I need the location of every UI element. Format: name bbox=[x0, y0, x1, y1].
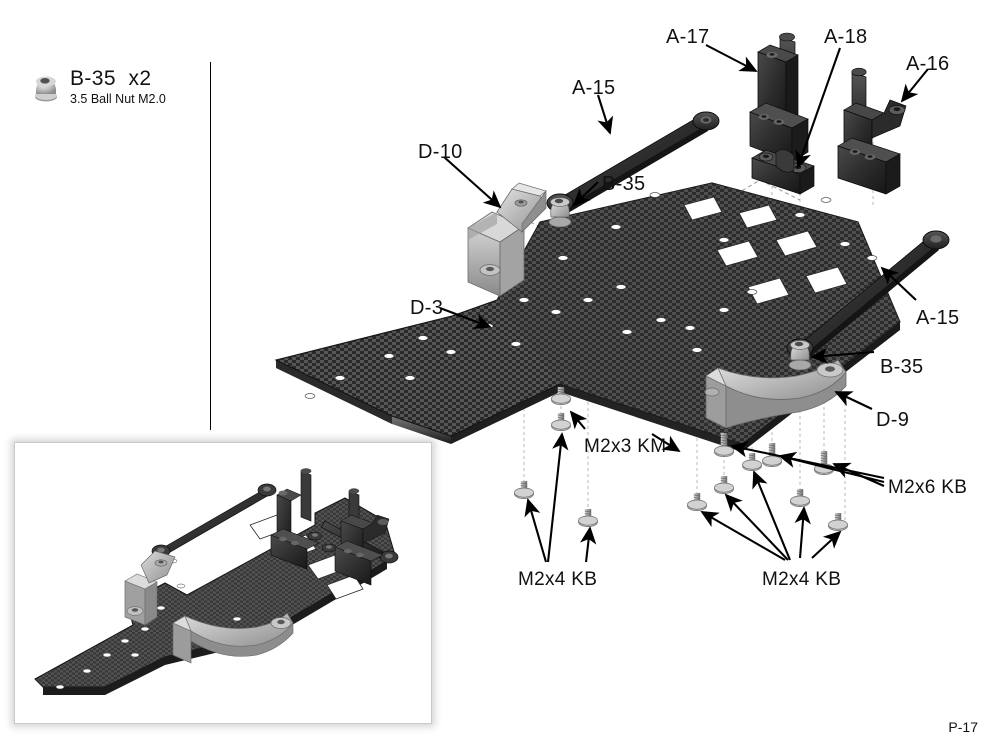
callout-leader-lines bbox=[439, 44, 929, 563]
part-b35-ball-nut-left bbox=[548, 197, 572, 228]
screw-m2x3-km bbox=[551, 413, 571, 431]
label-a15-top: A-15 bbox=[572, 77, 616, 99]
legend-quantity: x2 bbox=[128, 67, 152, 90]
assembled-view-inset bbox=[14, 442, 432, 724]
part-a16-tower-mount bbox=[837, 67, 907, 195]
screw-m2x4-kb bbox=[714, 476, 734, 494]
screw-m2x4-kb bbox=[742, 453, 762, 471]
label-m2x6-kb: M2x6 KB bbox=[888, 477, 968, 498]
part-a18-pivot-mount bbox=[751, 149, 815, 195]
part-a17-tower-mount bbox=[749, 32, 809, 163]
assembled-chassis-illustration bbox=[34, 468, 399, 695]
part-d9-rear-brace bbox=[704, 359, 847, 429]
screw-m2x4-kb bbox=[828, 513, 848, 531]
legend-divider bbox=[210, 62, 211, 430]
label-m2x4-kb-left: M2x4 KB bbox=[518, 569, 598, 590]
screw-m2x4-kb bbox=[578, 509, 598, 527]
screw-m2x4-kb bbox=[514, 481, 534, 499]
label-a18: A-18 bbox=[824, 26, 868, 48]
label-d9: D-9 bbox=[876, 409, 910, 431]
label-a17: A-17 bbox=[666, 26, 710, 48]
label-b35-left: B-35 bbox=[602, 173, 646, 195]
label-b35-right: B-35 bbox=[880, 356, 924, 378]
label-d3: D-3 bbox=[410, 297, 444, 319]
part-d10-front-brace bbox=[467, 182, 547, 297]
screw-m2x4-kb bbox=[687, 493, 707, 511]
label-a15-right: A-15 bbox=[916, 307, 960, 329]
part-b35-ball-nut-right bbox=[788, 340, 812, 371]
label-d10: D-10 bbox=[418, 141, 463, 163]
label-m2x3-km: M2x3 KM bbox=[584, 436, 667, 457]
label-m2x4-kb-right: M2x4 KB bbox=[762, 569, 842, 590]
screw-m2x3-km bbox=[551, 387, 571, 405]
legend-part-id: B-35 bbox=[70, 67, 116, 90]
screw-m2x6-kb bbox=[814, 451, 834, 475]
label-a16: A-16 bbox=[906, 53, 950, 75]
fastener-screws bbox=[514, 387, 848, 531]
page-number: P-17 bbox=[948, 719, 978, 735]
ball-nut-icon bbox=[30, 70, 62, 104]
part-d3-chassis-plate bbox=[274, 182, 901, 452]
screw-m2x6-kb bbox=[762, 443, 782, 467]
parts-legend: B-35 x2 3.5 Ball Nut M2.0 bbox=[30, 67, 210, 107]
screw-m2x4-kb bbox=[790, 489, 810, 507]
legend-description: 3.5 Ball Nut M2.0 bbox=[70, 92, 166, 107]
